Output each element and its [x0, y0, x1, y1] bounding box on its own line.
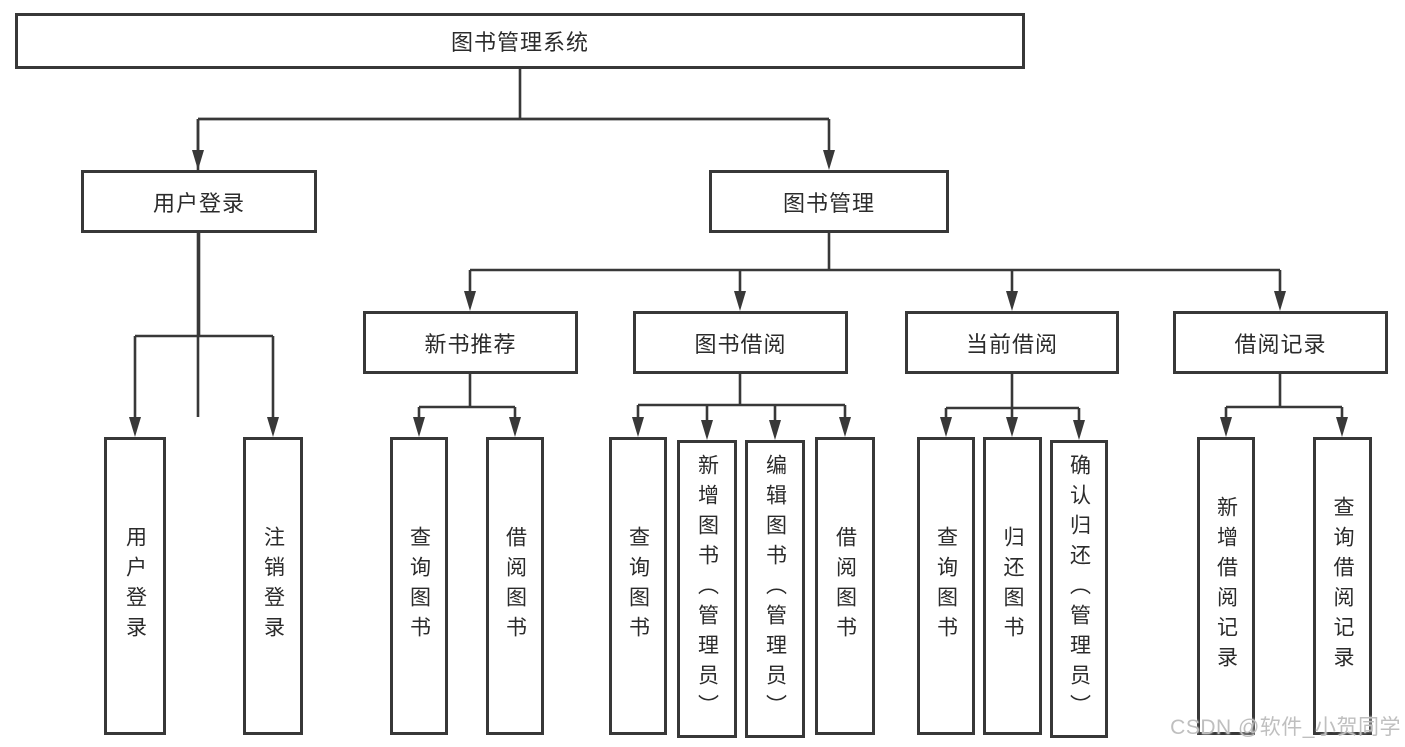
csdn-watermark: CSDN @软件_小贺同学	[1170, 716, 1401, 739]
arrow-down-icon	[839, 417, 851, 437]
node-current-borrowing: 当前借阅	[905, 311, 1119, 374]
arrow-down-icon	[823, 150, 835, 170]
arrow-down-icon	[1073, 420, 1085, 440]
arrow-down-icon	[940, 417, 952, 437]
leaf-label: 查询图书	[626, 526, 650, 646]
arrow-down-icon	[769, 420, 781, 440]
connector-new-book-recommend-children	[413, 374, 521, 437]
node-current-borrowing-label: 当前借阅	[965, 331, 1058, 357]
connector-book-borrowing-children	[632, 374, 851, 440]
node-leaf-add-borrow-record: 新增借阅记录	[1197, 437, 1255, 735]
node-leaf-add-books-admin: 新增图书（管理员）	[677, 440, 737, 738]
leaf-label: 查询借阅记录	[1331, 496, 1354, 676]
node-new-book-recommend-label: 新书推荐	[424, 331, 517, 357]
node-root-label: 图书管理系统	[450, 30, 589, 55]
node-leaf-logout: 注销登录	[243, 437, 303, 735]
arrow-down-icon	[632, 417, 644, 437]
leaf-label: 确认归还（管理员）	[1067, 454, 1091, 724]
connector-book-management-children	[464, 233, 1286, 311]
connector-current-borrowing-children	[940, 374, 1085, 440]
node-leaf-query-books-1: 查询图书	[390, 437, 448, 735]
arrow-down-icon	[701, 420, 713, 440]
arrow-down-icon	[1006, 291, 1018, 311]
node-leaf-confirm-return-admin: 确认归还（管理员）	[1050, 440, 1108, 738]
node-borrowing-records: 借阅记录	[1173, 311, 1388, 374]
leaf-label: 借阅图书	[833, 526, 857, 646]
leaf-label: 查询图书	[407, 526, 431, 646]
arrow-down-icon	[1336, 417, 1348, 437]
arrow-down-icon	[267, 417, 279, 437]
node-book-management-label: 图书管理	[782, 190, 875, 216]
arrow-down-icon	[1006, 417, 1018, 437]
node-leaf-return-books: 归还图书	[983, 437, 1042, 735]
leaf-label: 注销登录	[261, 526, 285, 646]
node-user-login-label: 用户登录	[152, 190, 245, 216]
arrow-down-icon	[192, 150, 204, 170]
node-leaf-edit-books-admin: 编辑图书（管理员）	[745, 440, 805, 738]
node-root: 图书管理系统	[15, 13, 1025, 69]
arrow-down-icon	[734, 291, 746, 311]
node-new-book-recommend: 新书推荐	[363, 311, 578, 374]
connector-user-login-children	[129, 233, 279, 437]
leaf-label: 借阅图书	[503, 526, 527, 646]
node-leaf-user-login: 用户登录	[104, 437, 166, 735]
node-book-borrowing-label: 图书借阅	[694, 331, 787, 357]
arrow-down-icon	[129, 417, 141, 437]
arrow-down-icon	[509, 417, 521, 437]
node-user-login: 用户登录	[81, 170, 317, 233]
node-leaf-query-books-2: 查询图书	[609, 437, 667, 735]
leaf-label: 新增图书（管理员）	[695, 454, 719, 724]
leaf-label: 归还图书	[1001, 526, 1024, 646]
node-leaf-query-books-3: 查询图书	[917, 437, 975, 735]
leaf-label: 新增借阅记录	[1214, 496, 1238, 676]
connector-borrowing-records-children	[1220, 374, 1348, 437]
node-leaf-query-borrow-record: 查询借阅记录	[1313, 437, 1372, 735]
node-borrowing-records-label: 借阅记录	[1234, 331, 1327, 357]
arrow-down-icon	[1220, 417, 1232, 437]
arrow-down-icon	[413, 417, 425, 437]
node-leaf-borrow-books-2: 借阅图书	[815, 437, 875, 735]
arrow-down-icon	[1274, 291, 1286, 311]
leaf-label: 编辑图书（管理员）	[763, 454, 787, 724]
leaf-label: 查询图书	[934, 526, 958, 646]
node-leaf-borrow-books-1: 借阅图书	[486, 437, 544, 735]
leaf-label: 用户登录	[123, 526, 147, 646]
arrow-down-icon	[464, 291, 476, 311]
node-book-borrowing: 图书借阅	[633, 311, 848, 374]
node-book-management: 图书管理	[709, 170, 949, 233]
